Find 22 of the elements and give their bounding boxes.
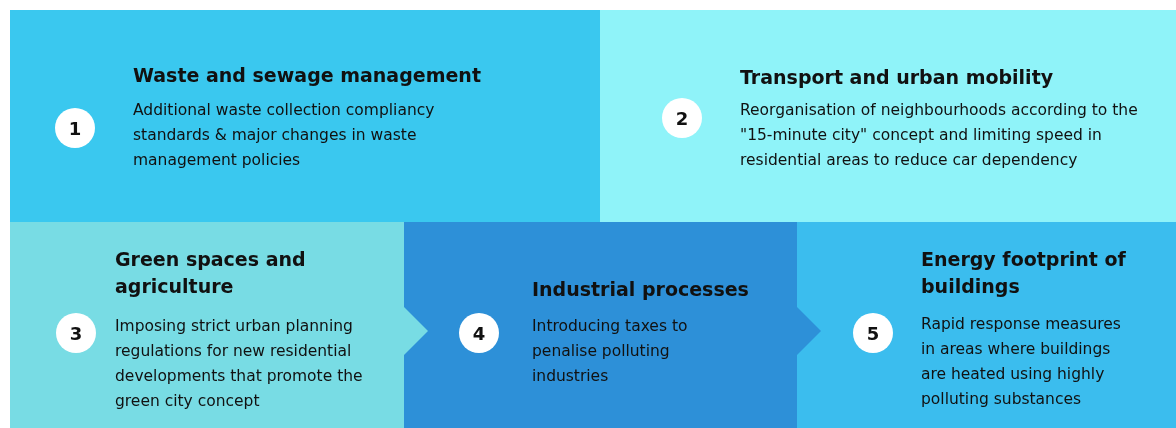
panel-heading: Green spaces and agriculture — [115, 247, 307, 299]
chevron-arrow — [404, 307, 428, 355]
panel-heading: Industrial processes — [532, 277, 750, 302]
panel-heading: Waste and sewage management — [133, 63, 482, 88]
number-badge: 1 — [55, 108, 95, 148]
panel-description: Additional waste collection compliancy standards & major changes in waste management policies — [133, 100, 436, 171]
panel-description: Reorganisation of neighbourhoods according to the "15-minute city" concept and limiting speed in residential areas to reduce car dependency — [740, 100, 1139, 171]
chevron-arrow — [797, 307, 821, 355]
number-badge: 2 — [662, 98, 702, 138]
panel-description: Introducing taxes to penalise polluting industries — [532, 316, 689, 387]
panel-description: Rapid response measures in areas where buildings are heated using highly polluting substances — [921, 314, 1122, 410]
number-badge: 4 — [459, 313, 499, 353]
number-badge: 3 — [56, 313, 96, 353]
category-panel — [600, 10, 1176, 222]
panel-description: Imposing strict urban planning regulations for new residential developments that promote the green city concept — [115, 316, 364, 412]
panel-heading: Transport and urban mobility — [740, 65, 1055, 90]
panel-heading: Energy footprint of buildings — [921, 247, 1127, 299]
number-badge: 5 — [853, 313, 893, 353]
category-panel — [797, 222, 1176, 428]
category-panel — [404, 222, 797, 428]
category-panel — [10, 10, 600, 222]
category-panel — [10, 222, 404, 428]
